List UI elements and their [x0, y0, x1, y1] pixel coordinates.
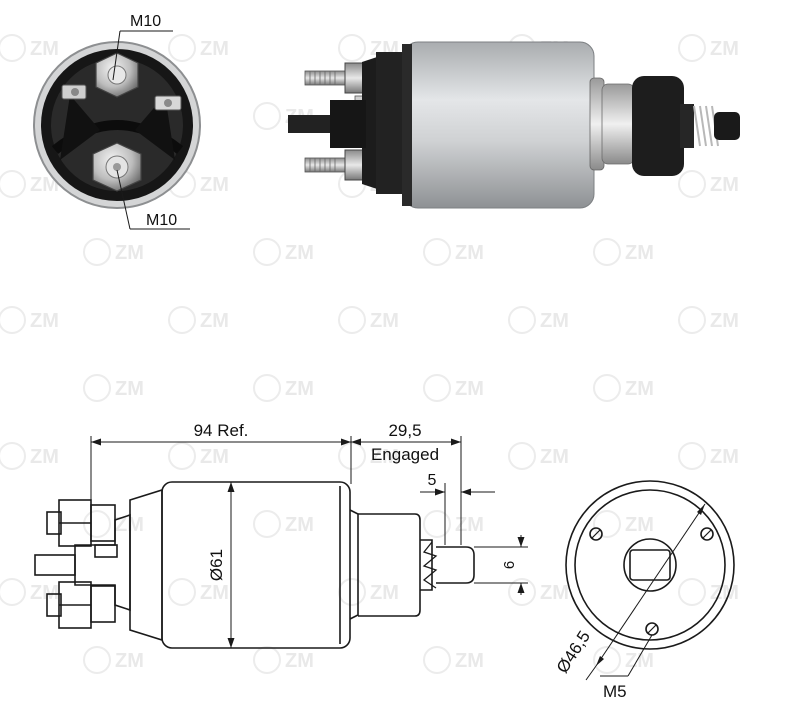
watermark-text: ZM [285, 650, 314, 672]
watermark-text: ZM [455, 650, 484, 672]
watermark-mark [83, 646, 111, 674]
dim-plunger-head: 5 [428, 472, 437, 489]
watermark-text: ZM [200, 38, 229, 60]
watermark-text: ZM [200, 446, 229, 468]
dim-body-diameter: Ø61 [207, 549, 226, 581]
watermark-mark [338, 578, 366, 606]
watermark-mark [168, 442, 196, 470]
drawing-side-view [34, 481, 475, 649]
watermark-mark [593, 510, 621, 538]
watermark-text: ZM [30, 174, 59, 196]
watermark-mark [423, 646, 451, 674]
watermark-mark [83, 510, 111, 538]
watermark-mark [678, 170, 706, 198]
watermark-text: ZM [30, 310, 59, 332]
watermark-mark [168, 34, 196, 62]
watermark-text: ZM [625, 378, 654, 400]
watermark-text: ZM [30, 582, 59, 604]
watermark-text: ZM [30, 38, 59, 60]
watermark-mark [83, 238, 111, 266]
dim-plunger-travel-note: Engaged [371, 445, 439, 464]
dim-overall-length: 94 Ref. [194, 421, 249, 440]
watermark-text: ZM [710, 38, 739, 60]
watermark-mark [168, 578, 196, 606]
watermark-text: ZM [200, 582, 229, 604]
watermark-mark [0, 34, 26, 62]
callout-bottom-terminal: M10 [146, 212, 177, 229]
dim-bolt-circle: Ø46,5 [553, 627, 594, 676]
watermark-mark [0, 170, 26, 198]
dim-mount-thread: M5 [603, 682, 627, 701]
watermark-text: ZM [370, 582, 399, 604]
watermark-mark [678, 578, 706, 606]
end-view-dimension-lines [585, 503, 706, 681]
watermark-mark [168, 306, 196, 334]
side-view-dimension-lines [90, 436, 528, 648]
watermark-text: ZM [710, 446, 739, 468]
callout-leaders [112, 30, 190, 230]
watermark-mark [678, 34, 706, 62]
watermark-mark [0, 578, 26, 606]
watermark-mark [83, 374, 111, 402]
watermark-mark [338, 442, 366, 470]
watermark-mark [253, 238, 281, 266]
watermark-text: ZM [625, 514, 654, 536]
watermark-text: ZM [30, 446, 59, 468]
watermark-mark [423, 374, 451, 402]
watermark-mark [253, 646, 281, 674]
watermark-text: ZM [710, 310, 739, 332]
watermark-text: ZM [455, 378, 484, 400]
watermark-text: ZM [285, 242, 314, 264]
watermark-text: ZM [625, 242, 654, 264]
watermark-text: ZM [115, 242, 144, 264]
watermark-text: ZM [115, 378, 144, 400]
watermark-text: ZM [540, 446, 569, 468]
watermark-mark [508, 578, 536, 606]
watermark-text: ZM [455, 242, 484, 264]
watermark-text: ZM [625, 650, 654, 672]
watermark-mark [253, 374, 281, 402]
watermark-mark [253, 510, 281, 538]
watermark-text: ZM [710, 582, 739, 604]
watermark-mark [593, 238, 621, 266]
watermark-mark [0, 442, 26, 470]
watermark-mark [678, 442, 706, 470]
watermark-mark [338, 34, 366, 62]
watermark-mark [0, 306, 26, 334]
watermark-mark [593, 646, 621, 674]
dim-plunger-travel: 29,5 [388, 421, 421, 440]
photo-side-view [288, 41, 740, 209]
dim-plunger-width: 6 [501, 561, 518, 569]
watermark-text: ZM [285, 378, 314, 400]
watermark-mark [253, 102, 281, 130]
callout-top-terminal: M10 [130, 13, 161, 30]
drawing-end-view [565, 480, 735, 650]
watermark-mark [423, 510, 451, 538]
watermark-mark [678, 306, 706, 334]
watermark-text: ZM [370, 310, 399, 332]
watermark-text: ZM [285, 514, 314, 536]
watermark-text: ZM [540, 310, 569, 332]
watermark-mark [593, 374, 621, 402]
watermark-text: ZM [115, 650, 144, 672]
watermark-mark [338, 306, 366, 334]
watermark-text: ZM [455, 514, 484, 536]
watermark-mark [508, 306, 536, 334]
photo-end-view [33, 41, 201, 209]
watermark-text: ZM [710, 174, 739, 196]
watermark-mark [508, 442, 536, 470]
watermark-text: ZM [540, 582, 569, 604]
watermark-mark [423, 238, 451, 266]
watermark-text: ZM [200, 174, 229, 196]
watermark-text: ZM [370, 446, 399, 468]
watermark-text: ZM [200, 310, 229, 332]
